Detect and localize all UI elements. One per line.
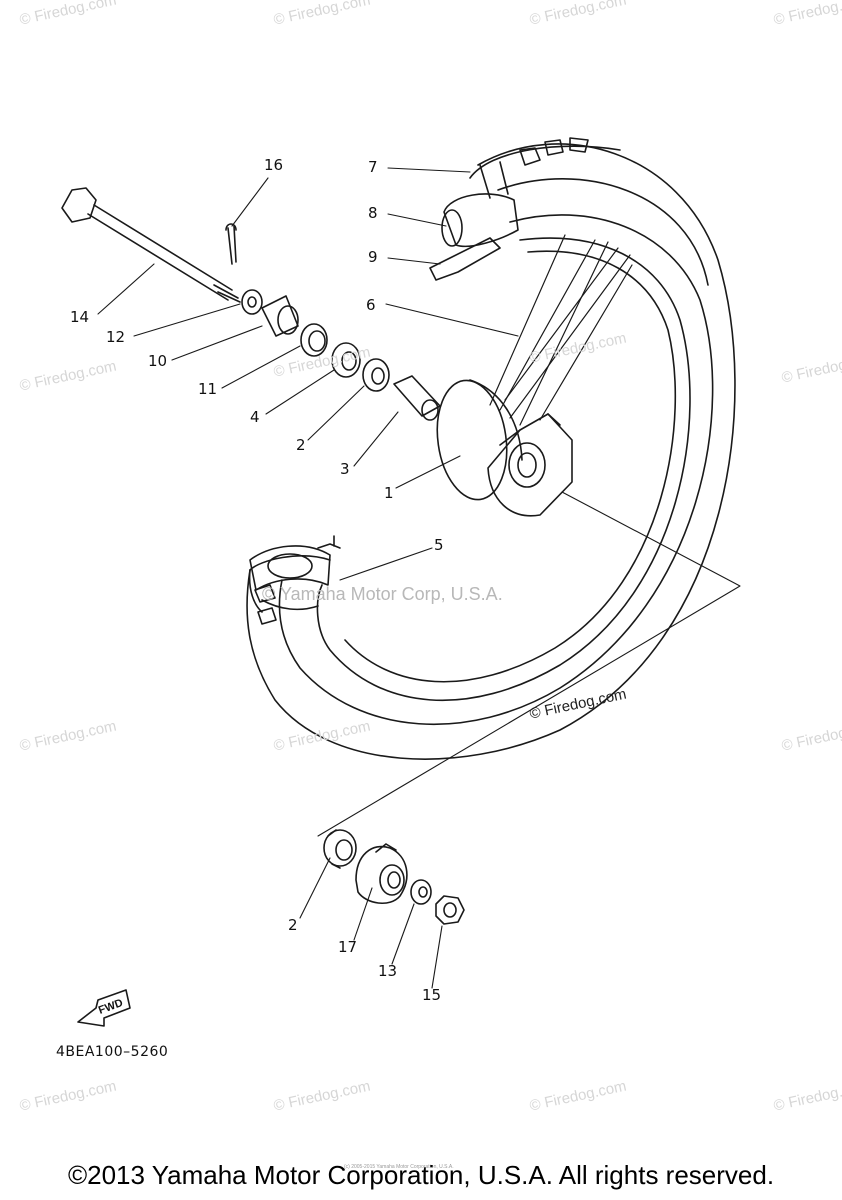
washer bbox=[410, 879, 432, 905]
callout-17: 17 bbox=[338, 938, 358, 956]
callout-9: 9 bbox=[368, 248, 378, 266]
callout-12: 12 bbox=[106, 328, 126, 346]
hub bbox=[436, 379, 573, 517]
tire bbox=[246, 137, 736, 760]
callout-14: 14 bbox=[70, 308, 90, 326]
tiny-notice: (c) 2005-2015 Yamaha Motor Corporation, … bbox=[344, 1164, 454, 1170]
fwd-arrow-icon bbox=[77, 989, 131, 1027]
bearing-4 bbox=[331, 342, 361, 378]
spacer-10 bbox=[261, 295, 299, 337]
nut bbox=[435, 895, 465, 925]
fwd-label: FWD bbox=[97, 997, 125, 1017]
callout-1: 1 bbox=[384, 484, 394, 502]
callout-6: 6 bbox=[366, 296, 376, 314]
leader-lines bbox=[97, 167, 741, 989]
spokes bbox=[489, 234, 633, 426]
callout-13: 13 bbox=[378, 962, 398, 980]
oil-seal-11 bbox=[300, 323, 328, 357]
copyright-notice: ©2013 Yamaha Motor Corporation, U.S.A. A… bbox=[67, 1160, 775, 1190]
callout-10: 10 bbox=[148, 352, 168, 370]
speedometer-gear-unit bbox=[355, 843, 408, 904]
collar-12 bbox=[241, 289, 263, 315]
callout-2-lower: 2 bbox=[288, 916, 298, 934]
spacer-3 bbox=[393, 375, 441, 421]
bearing-2-upper bbox=[362, 358, 390, 392]
rim bbox=[249, 237, 691, 702]
callout-2-upper: 2 bbox=[296, 436, 306, 454]
tube bbox=[441, 193, 519, 248]
callout-7: 7 bbox=[368, 158, 378, 176]
axle bbox=[61, 187, 241, 303]
drawing-code: 4BEA100–5260 bbox=[56, 1044, 169, 1060]
callout-3: 3 bbox=[340, 460, 350, 478]
callout-4: 4 bbox=[250, 408, 260, 426]
callout-15: 15 bbox=[422, 986, 442, 1004]
cotter-pin bbox=[225, 223, 237, 265]
rim-band bbox=[429, 237, 501, 281]
center-watermark: © Yamaha Motor Corp, U.S.A. bbox=[262, 584, 503, 604]
callout-8: 8 bbox=[368, 204, 378, 222]
callout-11: 11 bbox=[198, 380, 218, 398]
bearing-2-lower bbox=[323, 829, 357, 869]
callout-5: 5 bbox=[434, 536, 444, 554]
callout-16: 16 bbox=[264, 156, 284, 174]
